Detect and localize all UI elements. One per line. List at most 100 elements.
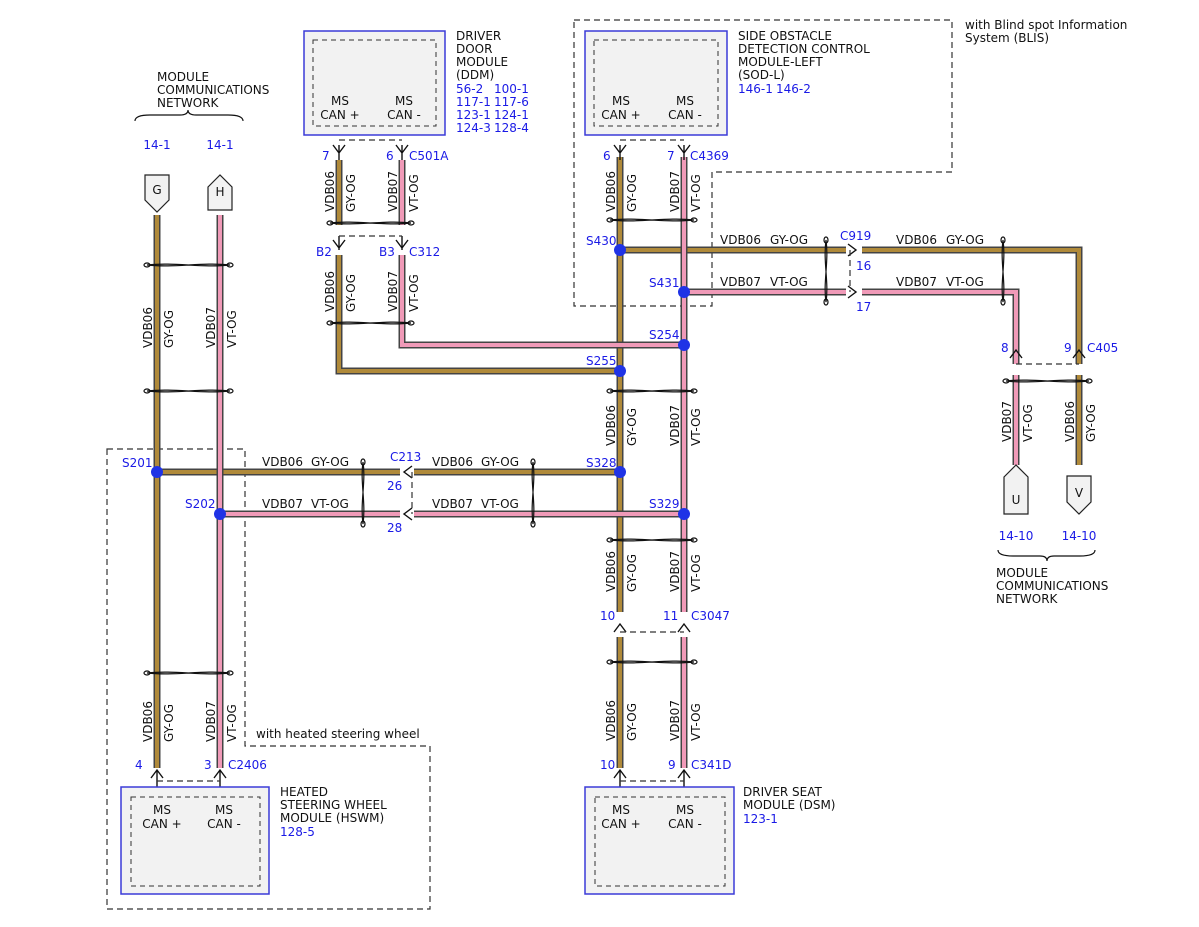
ddm-name-line1: DRIVER bbox=[456, 29, 501, 43]
splice-label-s328: S328 bbox=[586, 456, 617, 470]
connector-end-v-letter: V bbox=[1075, 486, 1084, 500]
hswm-pin-left-line1: MS bbox=[153, 803, 171, 817]
hswm-name-line3: MODULE (HSWM) bbox=[280, 811, 384, 825]
ddm-ref-1[interactable]: 56-2 bbox=[456, 82, 483, 96]
sodl-name-line1: SIDE OBSTACLE bbox=[738, 29, 832, 43]
dsm-pin-right-line2: CAN - bbox=[668, 817, 702, 831]
wl-c312-circuit-vt: VDB07 bbox=[386, 271, 400, 312]
hl-c919-color-vt: VT-OG bbox=[946, 275, 984, 289]
hswm-pin-right-line1: MS bbox=[215, 803, 233, 817]
wl-g-circuit-1: VDB06 bbox=[141, 307, 155, 348]
mcn-top-line2: COMMUNICATIONS bbox=[157, 83, 269, 97]
connector-c919[interactable]: C919 bbox=[840, 229, 871, 243]
hl-c919-circuit-gy: VDB06 bbox=[896, 233, 937, 247]
hl-s202-color: VT-OG bbox=[311, 497, 349, 511]
hl-s202-circuit: VDB07 bbox=[262, 497, 303, 511]
connector-end-g-letter: G bbox=[152, 183, 161, 197]
connector-end-g-ref[interactable]: 14-1 bbox=[143, 138, 170, 152]
ddm-name-line4: (DDM) bbox=[456, 68, 494, 82]
connector-end-u-ref[interactable]: 14-10 bbox=[999, 529, 1034, 543]
pin-c341d-vt: 9 bbox=[668, 758, 676, 772]
pin-c3047-vt: 11 bbox=[663, 609, 678, 623]
ddm-label: DRIVER DOOR MODULE (DDM) 56-2 100-1 117-… bbox=[456, 29, 529, 135]
blis-option-boundary bbox=[573, 19, 953, 307]
connector-c341d[interactable]: C341D bbox=[691, 758, 732, 772]
wl-h-color-2: VT-OG bbox=[225, 704, 239, 742]
mcn-right-line1: MODULE bbox=[996, 566, 1048, 580]
twisted-pair-symbols bbox=[143, 217, 1093, 676]
wl-ddm-color-gy: GY-OG bbox=[344, 174, 358, 212]
ddm-ref-7[interactable]: 124-3 bbox=[456, 121, 491, 135]
wl-ddm-circuit-vt: VDB07 bbox=[386, 171, 400, 212]
splice-label-s431: S431 bbox=[649, 276, 680, 290]
wl-ddm-color-vt: VT-OG bbox=[407, 174, 421, 212]
splice-s430 bbox=[614, 244, 626, 256]
blis-note-line1: with Blind spot Information bbox=[965, 18, 1127, 32]
connector-c4369[interactable]: C4369 bbox=[690, 149, 729, 163]
splice-s328 bbox=[614, 466, 626, 478]
wl-low-circuit-vt: VDB07 bbox=[668, 551, 682, 592]
sodl-pin-right-line2: CAN - bbox=[668, 108, 702, 122]
ddm-ref-4[interactable]: 117-6 bbox=[494, 95, 529, 109]
hswm-label: HEATED STEERING WHEEL MODULE (HSWM) 128-… bbox=[280, 785, 387, 839]
ddm-ref-3[interactable]: 117-1 bbox=[456, 95, 491, 109]
connector-end-v-ref[interactable]: 14-10 bbox=[1062, 529, 1097, 543]
connector-c3047[interactable]: C3047 bbox=[691, 609, 730, 623]
hl-s431-circuit: VDB07 bbox=[720, 275, 761, 289]
wl-c312-color-gy: GY-OG bbox=[344, 274, 358, 312]
hl-c919-color-gy: GY-OG bbox=[946, 233, 984, 247]
hswm-pin-left-line2: CAN + bbox=[142, 817, 181, 831]
wl-c312-color-vt: VT-OG bbox=[407, 274, 421, 312]
sodl-ref-1[interactable]: 146-1 bbox=[738, 82, 773, 96]
connector-end-u bbox=[1003, 464, 1029, 515]
connector-end-h-ref[interactable]: 14-1 bbox=[206, 138, 233, 152]
wl-dsm-color-vt: VT-OG bbox=[689, 703, 703, 741]
hswm-ref-1[interactable]: 128-5 bbox=[280, 825, 315, 839]
ddm-ref-6[interactable]: 124-1 bbox=[494, 108, 529, 122]
connector-c2406[interactable]: C2406 bbox=[228, 758, 267, 772]
wl-v-color: GY-OG bbox=[1084, 404, 1098, 442]
dsm-name-line2: MODULE (DSM) bbox=[743, 798, 835, 812]
module-ddm: MS CAN + MS CAN - bbox=[303, 30, 446, 136]
heated-wheel-option-boundary bbox=[106, 448, 431, 910]
pin-c312-vt: B3 bbox=[379, 245, 395, 259]
connector-c213[interactable]: C213 bbox=[390, 450, 421, 464]
connector-c501a[interactable]: C501A bbox=[409, 149, 449, 163]
splice-labels: S430 S431 S254 S255 S328 S329 S201 S202 bbox=[122, 234, 680, 511]
connector-end-h bbox=[207, 174, 233, 211]
pin-c2406-vt: 3 bbox=[204, 758, 212, 772]
mcn-top-line1: MODULE bbox=[157, 70, 209, 84]
wl-sod-color-gy: GY-OG bbox=[625, 174, 639, 212]
sodl-name-line3: MODULE-LEFT bbox=[738, 55, 823, 69]
connector-c312[interactable]: C312 bbox=[409, 245, 440, 259]
hl-s201-circuit: VDB06 bbox=[262, 455, 303, 469]
sodl-ref-2[interactable]: 146-2 bbox=[776, 82, 811, 96]
hl-s430-circuit: VDB06 bbox=[720, 233, 761, 247]
sodl-name-line2: DETECTION CONTROL bbox=[738, 42, 870, 56]
ddm-ref-8[interactable]: 128-4 bbox=[494, 121, 529, 135]
splice-label-s329: S329 bbox=[649, 497, 680, 511]
dsm-pin-right-line1: MS bbox=[676, 803, 694, 817]
wl-mid-color-vt: VT-OG bbox=[689, 408, 703, 446]
mcn-right-line2: COMMUNICATIONS bbox=[996, 579, 1108, 593]
wl-g-color-2: GY-OG bbox=[162, 704, 176, 742]
connector-end-h-letter: H bbox=[215, 185, 224, 199]
horizontal-wire-labels: VDB06 GY-OG VDB07 VT-OG VDB06 GY-OG VDB0… bbox=[262, 233, 984, 511]
hswm-pin-right-line2: CAN - bbox=[207, 817, 241, 831]
wl-ddm-circuit-gy: VDB06 bbox=[323, 171, 337, 212]
wl-low-color-gy: GY-OG bbox=[625, 554, 639, 592]
connector-c405[interactable]: C405 bbox=[1087, 341, 1118, 355]
wl-h-color-1: VT-OG bbox=[225, 310, 239, 348]
pin-c405-vt: 8 bbox=[1001, 341, 1009, 355]
module-sodl: MS CAN + MS CAN - bbox=[584, 30, 728, 136]
ddm-ref-5[interactable]: 123-1 bbox=[456, 108, 491, 122]
wl-low-color-vt: VT-OG bbox=[689, 554, 703, 592]
wl-g-color-1: GY-OG bbox=[162, 310, 176, 348]
pin-c2406-gy: 4 bbox=[135, 758, 143, 772]
ddm-ref-2[interactable]: 100-1 bbox=[494, 82, 529, 96]
wl-mid-circuit-gy: VDB06 bbox=[604, 405, 618, 446]
hl-c919-circuit-vt: VDB07 bbox=[896, 275, 937, 289]
dsm-ref-1[interactable]: 123-1 bbox=[743, 812, 778, 826]
blis-note-line2: System (BLIS) bbox=[965, 31, 1049, 45]
